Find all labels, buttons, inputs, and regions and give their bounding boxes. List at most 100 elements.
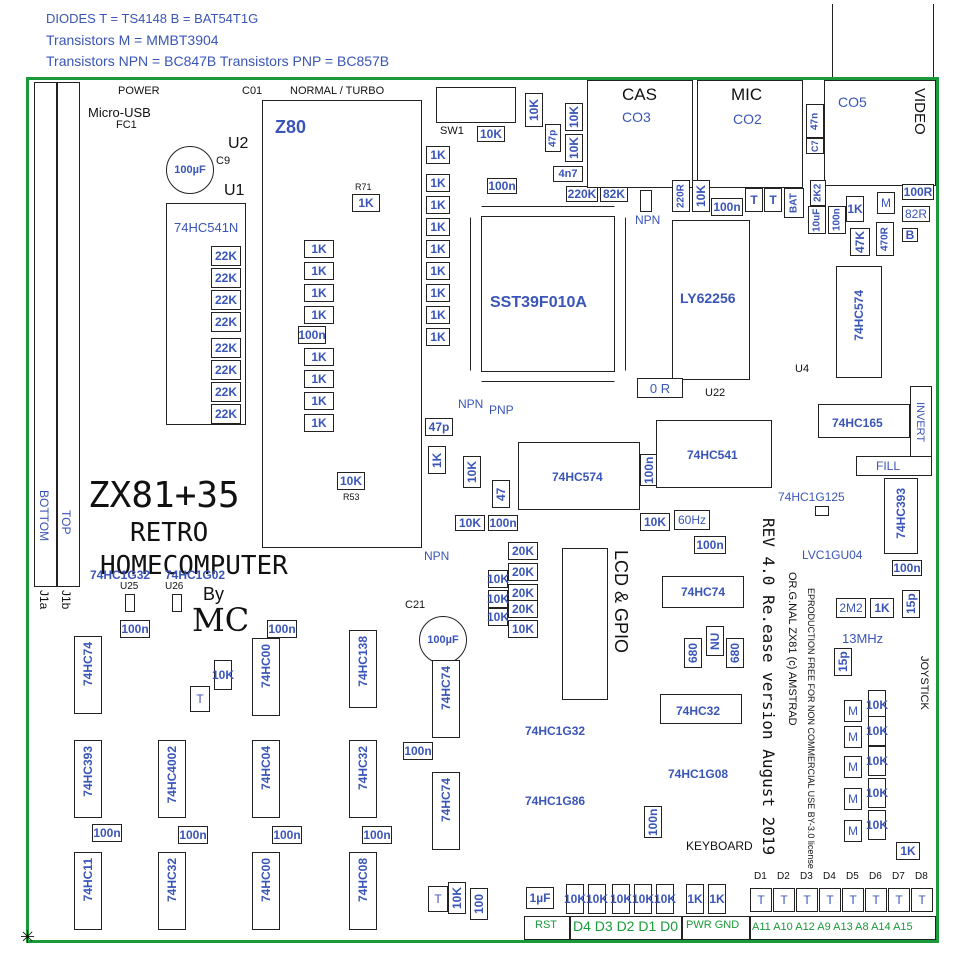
co2-label: CO2 bbox=[733, 111, 762, 127]
decoupling-cap: 100n bbox=[92, 824, 122, 842]
c-10u: 10uF bbox=[808, 206, 826, 234]
npn-label-t10: NPN bbox=[424, 549, 450, 563]
joystick-resistor: 10K bbox=[866, 746, 888, 776]
u10-part: 74HC1G86 bbox=[525, 794, 586, 808]
r03: 10K bbox=[565, 103, 583, 131]
u26-label: U26 bbox=[165, 581, 184, 592]
pnp-label-t7: PNP bbox=[489, 403, 514, 417]
keyboard-diode: T bbox=[773, 888, 795, 912]
u26 bbox=[172, 594, 182, 612]
r52b: 10K bbox=[448, 882, 466, 914]
r30: 1K bbox=[870, 598, 894, 618]
decoupling-cap: 100n bbox=[178, 826, 208, 844]
chip-u4 bbox=[836, 266, 882, 378]
keyboard-diode: T bbox=[865, 888, 887, 912]
r41: 10K bbox=[640, 513, 670, 531]
video-jack[interactable] bbox=[824, 80, 936, 186]
mid-resistor-10k: 10K bbox=[487, 590, 510, 608]
joystick-transistor: M bbox=[844, 700, 862, 722]
z80-r-column: 1K bbox=[426, 174, 450, 192]
dip-chip-part: 74HC74 bbox=[439, 778, 453, 823]
pwr-label: PWR GND bbox=[686, 919, 740, 931]
t8: M bbox=[877, 192, 895, 214]
keyboard-resistor: 1K bbox=[686, 884, 704, 914]
u11-part: LVC1GU04 bbox=[802, 548, 863, 562]
u1-resistor: 22K bbox=[211, 246, 241, 266]
c11: 100n bbox=[487, 178, 517, 194]
r49: 1K bbox=[846, 196, 864, 222]
mid-resistor-10k: 10K bbox=[487, 570, 510, 588]
dip-chip-part: 74HC32 bbox=[165, 858, 179, 903]
u6 bbox=[815, 506, 829, 516]
u25-label: U25 bbox=[120, 581, 139, 592]
keyboard-resistor: 10K bbox=[632, 884, 654, 914]
rst-connector[interactable] bbox=[524, 916, 570, 940]
c25: 100n bbox=[694, 536, 726, 554]
dip-chip bbox=[252, 852, 280, 930]
keyboard-resistor: 10K bbox=[564, 884, 586, 914]
diode-label: D2 bbox=[777, 871, 790, 882]
diode-label: D4 bbox=[823, 871, 836, 882]
decoupling-cap: 100n bbox=[403, 742, 433, 760]
rev-label: REV 4.0 Re.ease version August 2019 bbox=[759, 518, 778, 856]
u1-resistor: 22K bbox=[211, 360, 241, 380]
legend-npn-pnp: Transistors NPN = BC847B Transistors PNP… bbox=[46, 53, 390, 69]
sw1-label: SW1 bbox=[440, 125, 464, 137]
npn-label-t6: NPN bbox=[458, 397, 484, 411]
keyboard-resistor: 10K bbox=[610, 884, 632, 914]
dip-chip-part: 74HC4002 bbox=[165, 746, 179, 804]
c10: 100n bbox=[298, 326, 326, 344]
z80-resistor: 1K bbox=[304, 392, 334, 410]
cas-jack[interactable] bbox=[587, 80, 693, 188]
dip-chip-part: 74HC393 bbox=[81, 746, 95, 797]
dip-chip bbox=[158, 852, 186, 930]
r56: 47K bbox=[850, 228, 870, 256]
c26: 4n7 bbox=[553, 166, 583, 182]
keyboard-diode: T bbox=[842, 888, 864, 912]
r51: NU bbox=[706, 626, 724, 656]
data-connector[interactable] bbox=[570, 916, 682, 940]
c22: 100n bbox=[892, 560, 922, 576]
j4[interactable]: 60Hz bbox=[674, 510, 710, 530]
c4: 47p bbox=[425, 418, 453, 436]
r47: 10K bbox=[477, 126, 505, 142]
chip-u2x bbox=[656, 420, 772, 488]
switch-sw1[interactable] bbox=[436, 87, 516, 123]
mic-jack[interactable] bbox=[697, 80, 803, 188]
chip-u7 bbox=[884, 478, 918, 554]
u7-part: 74HC393 bbox=[894, 488, 908, 539]
u22-label: U22 bbox=[705, 387, 726, 399]
c-100n-b: 100n bbox=[828, 206, 846, 234]
r57: 2K2 bbox=[810, 180, 826, 206]
chip-u18 bbox=[662, 576, 744, 608]
diode-label: D7 bbox=[892, 871, 905, 882]
joystick-resistor: 10K bbox=[866, 810, 888, 840]
r60: 10K bbox=[455, 515, 485, 531]
fc1-label: FC1 bbox=[116, 119, 137, 131]
mid-resistor: 10K bbox=[508, 620, 538, 638]
c01-label: C01 bbox=[242, 85, 263, 97]
r70: 220K bbox=[566, 186, 598, 202]
z80-r-column: 1K bbox=[426, 146, 450, 164]
r46: 10K bbox=[463, 456, 481, 488]
pwr-connector[interactable] bbox=[682, 916, 750, 940]
capacitor-c9: 100µF bbox=[166, 146, 214, 194]
jumper-j6[interactable] bbox=[856, 456, 932, 476]
dip-chip bbox=[74, 740, 102, 818]
diode-label: D5 bbox=[846, 871, 859, 882]
lcd-gpio-connector[interactable] bbox=[562, 548, 608, 700]
chip-u9 bbox=[818, 404, 910, 438]
j1b-label: J1b bbox=[59, 590, 73, 610]
z80-resistor: 1K bbox=[304, 262, 334, 280]
r55: 100R bbox=[902, 184, 934, 200]
u17-part: 74HC1G32 bbox=[525, 724, 586, 738]
keyboard-diode: T bbox=[796, 888, 818, 912]
dip-chip bbox=[158, 740, 186, 818]
address-connector[interactable] bbox=[750, 916, 936, 940]
keyboard-resistor: 1K bbox=[708, 884, 726, 914]
r28: 2M2 bbox=[836, 598, 866, 618]
joystick-resistor: 10K bbox=[866, 716, 888, 746]
u30-part: 74HC574 bbox=[552, 470, 603, 484]
z80-r-column: 1K bbox=[426, 284, 450, 302]
keyboard-resistor: 10K bbox=[586, 884, 608, 914]
